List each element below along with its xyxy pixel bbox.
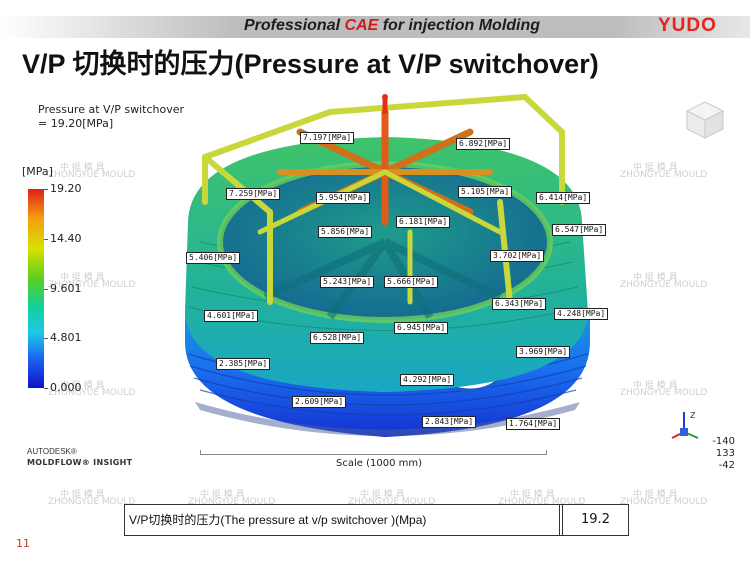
watermark-cn: 中 挺 模 具 — [633, 273, 678, 283]
pressure-label: 6.528[MPa] — [310, 332, 365, 344]
slide-header: Professional CAE for injection Molding Y… — [0, 0, 750, 38]
pressure-label: 1.764[MPa] — [506, 418, 561, 430]
pressure-label: 5.243[MPa] — [320, 276, 375, 288]
watermark-en: ZHONGYUE MOULD — [188, 497, 276, 507]
result-max-value: = 19.20[MPa] — [38, 117, 114, 130]
legend-tick-label: 0.000 — [50, 381, 82, 394]
watermark-cn: 中 挺 模 具 — [510, 490, 555, 500]
pressure-label: 3.969[MPa] — [516, 346, 571, 358]
header-fade-right — [615, 16, 750, 38]
pressure-label: 4.292[MPa] — [400, 374, 455, 386]
header-bar — [235, 16, 615, 38]
axis-z-label: Z — [690, 411, 696, 420]
legend-tick — [44, 189, 48, 190]
pressure-label: 5.666[MPa] — [384, 276, 439, 288]
model-view[interactable]: 7.197[MPa] 6.892[MPa] 7.259[MPa] 5.954[MPa]… — [170, 92, 620, 452]
watermark-en: ZHONGYUE MOULD — [498, 497, 586, 507]
watermark-cn: 中 挺 模 具 — [633, 490, 678, 500]
legend-unit: [MPa] — [22, 165, 53, 178]
page-number: 11 — [16, 537, 30, 550]
watermark-en: ZHONGYUE MOULD — [48, 170, 136, 180]
legend-tick-label: 9.601 — [50, 281, 82, 295]
summary-divider — [560, 505, 563, 535]
scale-bar-end-left — [200, 450, 201, 455]
watermark-en: ZHONGYUE MOULD — [620, 280, 708, 290]
legend-tick — [44, 288, 48, 290]
base-flange — [195, 402, 580, 436]
pressure-label: 5.105[MPa] — [458, 186, 513, 198]
summary-value: 19.2 — [581, 512, 610, 527]
watermark-cn: 中 挺 模 具 — [60, 490, 105, 500]
result-info: Pressure at V/P switchover = 19.20[MPa] — [38, 103, 184, 131]
color-scale-bar — [28, 189, 44, 388]
pressure-label: 5.856[MPa] — [318, 226, 373, 238]
axis-triad-icon: Z — [671, 411, 699, 439]
header-fade-left — [0, 16, 235, 38]
view-coord-x: -140 — [712, 436, 735, 447]
pressure-label: 4.248[MPa] — [554, 308, 609, 320]
lower-ring-body — [185, 302, 590, 437]
legend-tick — [44, 238, 48, 240]
pressure-label: 6.547[MPa] — [552, 224, 607, 236]
sprue-tip — [382, 94, 388, 100]
legend-tick-label: 19.20 — [50, 182, 82, 195]
pressure-label: 6.414[MPa] — [536, 192, 591, 204]
pressure-label: 2.843[MPa] — [422, 416, 477, 428]
legend-tick — [44, 388, 48, 389]
pressure-label: 6.945[MPa] — [394, 322, 449, 334]
pressure-label: 7.259[MPa] — [226, 188, 281, 200]
moldflow-logo: MOLDFLOW® INSIGHT — [27, 458, 133, 467]
pressure-label: 7.197[MPa] — [300, 132, 355, 144]
watermark-en: ZHONGYUE MOULD — [348, 497, 436, 507]
watermark-en: ZHONGYUE MOULD — [620, 388, 708, 398]
header-title-suffix: for injection Molding — [378, 17, 541, 34]
pressure-label: 2.609[MPa] — [292, 396, 347, 408]
result-name: Pressure at V/P switchover — [38, 103, 185, 116]
watermark-cn: 中 挺 模 具 — [200, 490, 245, 500]
legend-tick-label: 4.801 — [50, 331, 82, 345]
watermark-cn: 中 挺 模 具 — [60, 163, 105, 173]
watermark-en: ZHONGYUE MOULD — [48, 280, 136, 290]
header-title: Professional CAE for injection Molding — [244, 17, 540, 35]
legend-tick-label: 14.40 — [50, 231, 82, 245]
watermark-cn: 中 挺 模 具 — [60, 381, 105, 391]
pressure-label: 5.954[MPa] — [316, 192, 371, 204]
summary-label: V/P切换时的压力(The pressure at v/p switchover… — [125, 505, 560, 535]
brand-logo: YUDO — [658, 15, 717, 36]
header-title-prefix: Professional — [244, 17, 345, 34]
watermark-en: ZHONGYUE MOULD — [620, 170, 708, 180]
watermark-cn: 中 挺 模 具 — [360, 490, 405, 500]
header-title-highlight: CAE — [344, 17, 379, 34]
watermark-en: ZHONGYUE MOULD — [48, 497, 136, 507]
scale-bar — [200, 454, 547, 455]
autodesk-logo: AUTODESK® — [27, 447, 77, 456]
pressure-label: 5.406[MPa] — [186, 252, 241, 264]
pressure-label: 4.601[MPa] — [204, 310, 259, 322]
watermark-cn: 中 挺 模 具 — [60, 273, 105, 283]
pressure-label: 2.385[MPa] — [216, 358, 271, 370]
page-title: V/P 切换时的压力(Pressure at V/P switchover) — [22, 49, 599, 79]
pressure-label: 6.343[MPa] — [492, 298, 547, 310]
legend-tick — [44, 338, 48, 340]
pressure-label: 6.181[MPa] — [396, 216, 451, 228]
view-cube-icon[interactable] — [683, 98, 727, 142]
pressure-label: 3.702[MPa] — [490, 250, 545, 262]
watermark-cn: 中 挺 模 具 — [633, 381, 678, 391]
pressure-label: 6.892[MPa] — [456, 138, 511, 150]
watermark-cn: 中 挺 模 具 — [633, 163, 678, 173]
summary-table: V/P切换时的压力(The pressure at v/p switchover… — [124, 504, 629, 536]
watermark-en: ZHONGYUE MOULD — [48, 388, 136, 398]
part-render — [185, 94, 590, 437]
view-coord-y: 133 — [715, 448, 735, 459]
scale-label: Scale (1000 mm) — [336, 458, 422, 469]
view-coord-z: -42 — [718, 460, 735, 471]
watermark-en: ZHONGYUE MOULD — [620, 497, 708, 507]
scale-bar-end-right — [546, 450, 547, 455]
